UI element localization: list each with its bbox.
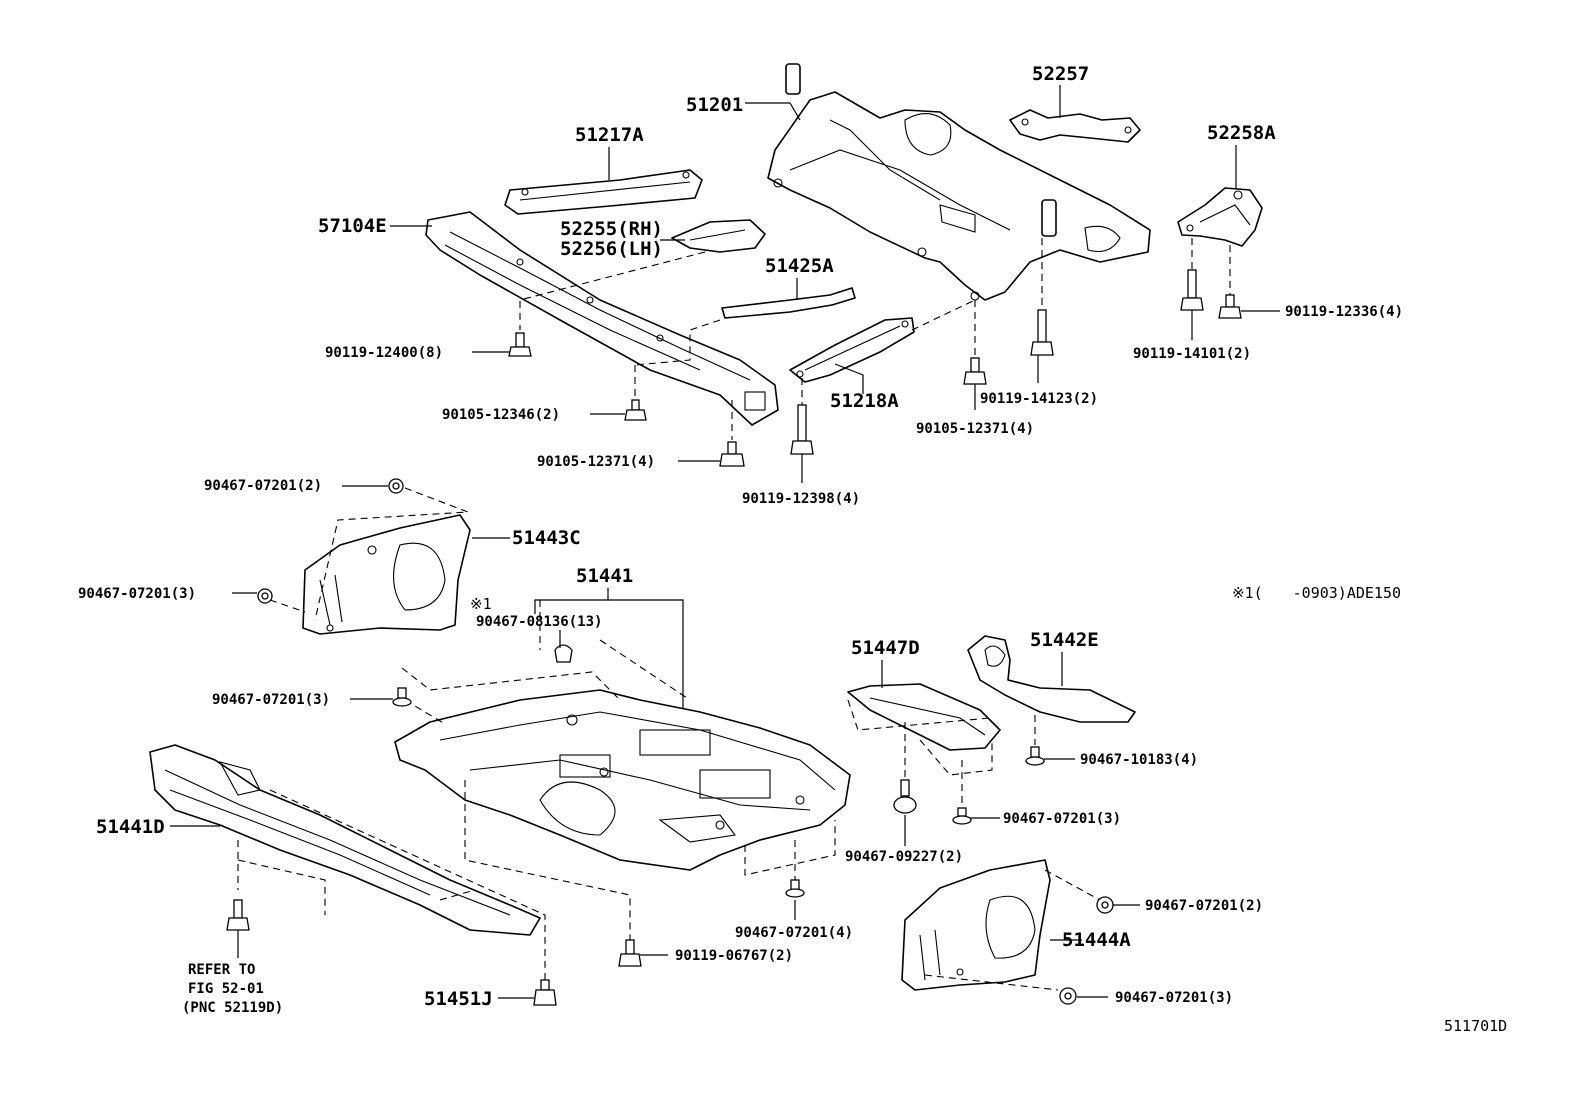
label-51441D: 51441D [96, 816, 165, 838]
cross-member-57104E [425, 211, 779, 426]
bolt-icon [618, 939, 642, 967]
cover-51444A [901, 859, 1051, 991]
label-90467-07201-3b: 90467-07201(3) [212, 692, 330, 708]
label-90119-12336: 90119-12336(4) [1285, 304, 1403, 320]
clip-icon [554, 644, 573, 663]
label-52255: 52255(RH) [560, 218, 663, 240]
bolt-icon [1218, 294, 1242, 319]
label-90119-14101: 90119-14101(2) [1133, 346, 1251, 362]
cover-51443C [302, 514, 471, 635]
fasteners [226, 269, 1242, 1006]
label-51443C: 51443C [512, 527, 581, 549]
label-90467-08136: 90467-08136(13) [476, 614, 602, 630]
bolt-icon [963, 357, 987, 385]
label-51218A: 51218A [830, 390, 899, 412]
bolt-icon [790, 404, 814, 455]
label-90105-12371-left: 90105-12371(4) [537, 454, 655, 470]
label-90119-12400: 90119-12400(8) [325, 345, 443, 361]
label-51447D: 51447D [851, 637, 920, 659]
label-90105-12346: 90105-12346(2) [442, 407, 560, 423]
note-x1: ※1( -0903)ADE150 [1232, 584, 1401, 602]
label-51451J: 51451J [424, 988, 493, 1010]
label-90467-07201-3d: 90467-07201(3) [1115, 990, 1233, 1006]
lower-cover-51441D [149, 744, 541, 936]
label-90119-12398: 90119-12398(4) [742, 491, 860, 507]
clip-icon [785, 879, 805, 898]
clip-icon [257, 588, 273, 604]
label-90119-06767: 90119-06767(2) [675, 948, 793, 964]
clip-icon [893, 779, 917, 814]
mark-x1: ※1 [470, 595, 492, 613]
refer-to-line1: REFER TO [188, 962, 255, 978]
bolt-icon [719, 441, 745, 467]
brace-52257 [1009, 109, 1141, 143]
plate-52255-52256 [671, 219, 766, 253]
clip-icon [388, 478, 404, 494]
label-51442E: 51442E [1030, 629, 1099, 651]
brace-51217A [504, 169, 703, 215]
label-52257: 52257 [1032, 63, 1089, 85]
clip-icon [1025, 746, 1045, 766]
brace-51425A [721, 287, 856, 319]
bracket-52258A [1177, 187, 1263, 247]
label-52258A: 52258A [1207, 122, 1276, 144]
brace-51218A [789, 317, 915, 383]
bolt-icon [1030, 309, 1054, 356]
bolt-icon [533, 979, 557, 1006]
label-90467-10183: 90467-10183(4) [1080, 752, 1198, 768]
bolt-icon [624, 399, 647, 421]
cover-51447D [847, 683, 1001, 751]
bolt-icon [1180, 269, 1204, 311]
clip-icon [392, 687, 412, 707]
label-51201: 51201 [686, 94, 743, 116]
cover-51442E [967, 635, 1136, 723]
label-90467-07201-4: 90467-07201(4) [735, 925, 853, 941]
label-90467-07201-3a: 90467-07201(3) [78, 586, 196, 602]
label-51425A: 51425A [765, 255, 834, 277]
label-90119-14123: 90119-14123(2) [980, 391, 1098, 407]
figure-id: 511701D [1444, 1017, 1507, 1035]
clip-icon [1059, 987, 1077, 1005]
clip-icon [952, 807, 972, 825]
crossmember-51201 [767, 63, 1151, 301]
refer-to-line2: FIG 52-01 [188, 981, 264, 997]
label-51444A: 51444A [1062, 929, 1131, 951]
label-57104E: 57104E [318, 215, 387, 237]
engine-under-cover-51441 [394, 689, 851, 871]
label-90467-09227: 90467-09227(2) [845, 849, 963, 865]
bolt-icon [508, 332, 532, 357]
label-90467-07201-2a: 90467-07201(2) [204, 478, 322, 494]
label-90467-07201-2b: 90467-07201(2) [1145, 898, 1263, 914]
refer-to-line3: (PNC 52119D) [182, 1000, 283, 1016]
clip-icon [1096, 896, 1114, 914]
label-51217A: 51217A [575, 124, 644, 146]
alignment-lines [237, 238, 1231, 991]
label-90467-07201-3c: 90467-07201(3) [1003, 811, 1121, 827]
label-52256: 52256(LH) [560, 238, 663, 260]
label-90105-12371-right: 90105-12371(4) [916, 421, 1034, 437]
leader-lines [170, 85, 1280, 999]
bolt-icon [226, 899, 250, 931]
label-51441: 51441 [576, 565, 633, 587]
